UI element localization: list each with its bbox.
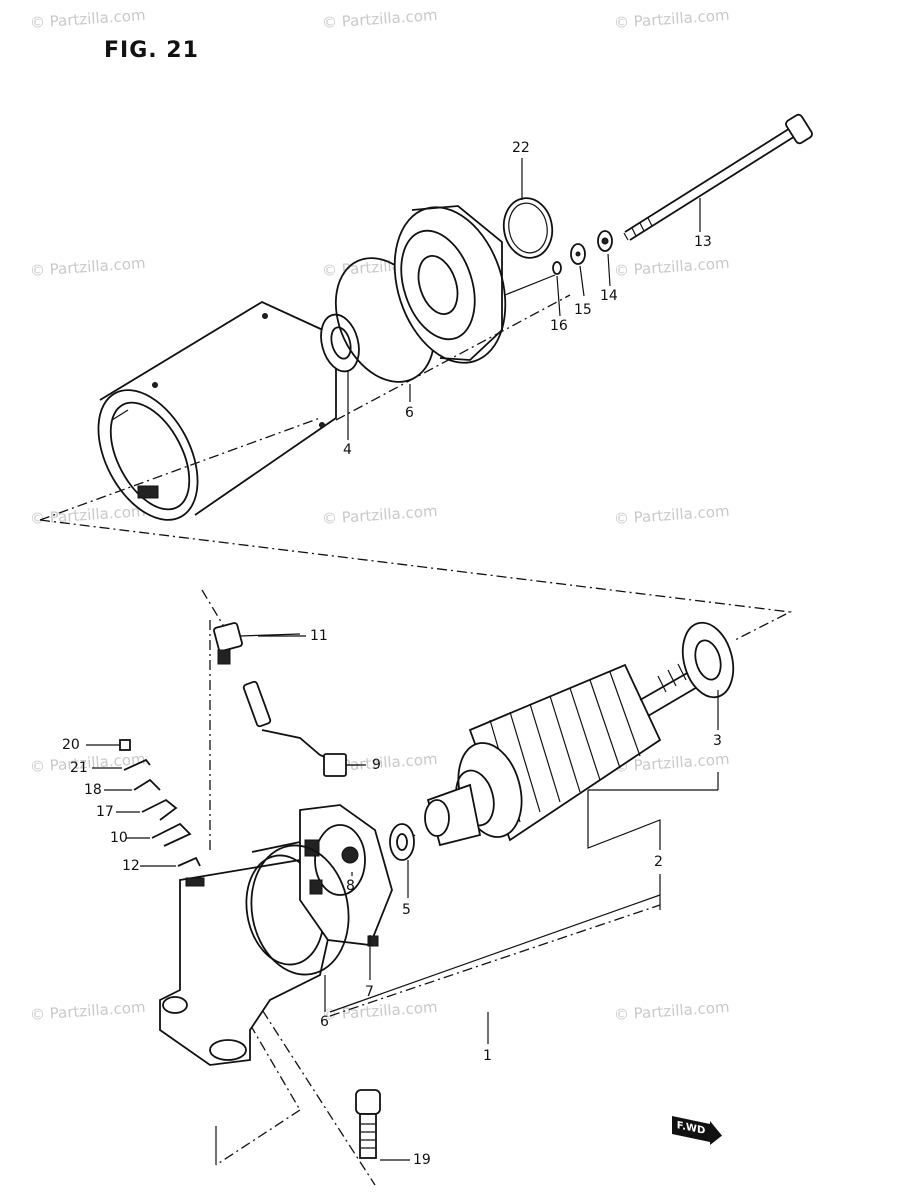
callout-5: 5: [402, 902, 411, 918]
small-parts-drawing: [86, 739, 201, 867]
callout-7: 7: [365, 984, 374, 1000]
assembly-guide-line: [39, 417, 321, 521]
washer-16-drawing: [552, 261, 562, 275]
callout-15: 15: [574, 302, 592, 318]
o-ring-22-drawing: [502, 197, 554, 259]
callout-14: 14: [600, 288, 618, 304]
brush-11-drawing: [213, 622, 301, 665]
callout-10: 10: [110, 830, 128, 846]
end-cover-drawing: [393, 205, 556, 364]
callout-19: 19: [413, 1152, 431, 1168]
callout-13: 13: [694, 234, 712, 250]
callout-6-bottom: 6: [320, 1014, 329, 1030]
callout-18: 18: [84, 782, 102, 798]
callout-17: 17: [96, 804, 114, 820]
callout-4: 4: [343, 442, 352, 458]
callout-1: 1: [483, 1048, 492, 1064]
callout-9: 9: [372, 757, 381, 773]
callout-22: 22: [512, 140, 530, 156]
brush-lead-9-drawing: [242, 680, 360, 777]
callout-2: 2: [654, 854, 663, 870]
armature-drawing: [424, 657, 717, 847]
bearing-4-drawing: [320, 313, 360, 373]
callout-16: 16: [550, 318, 568, 334]
bearing-3-drawing: [681, 621, 735, 699]
through-bolt-13-drawing: [623, 113, 813, 241]
callout-3: 3: [713, 733, 722, 749]
figure-title: FIG. 21: [104, 38, 199, 63]
bolt-19-drawing: [355, 1089, 410, 1161]
callout-8: 8: [346, 878, 355, 894]
washer-5-drawing: [389, 823, 415, 861]
o-ring-6-bottom-drawing: [250, 844, 350, 976]
callout-6-top: 6: [405, 405, 414, 421]
callout-12: 12: [122, 858, 140, 874]
callout-20: 20: [62, 737, 80, 753]
leader-lines: [258, 158, 719, 1044]
callout-21: 21: [70, 760, 88, 776]
callout-11: 11: [310, 628, 328, 644]
motor-housing-drawing: [97, 300, 337, 521]
